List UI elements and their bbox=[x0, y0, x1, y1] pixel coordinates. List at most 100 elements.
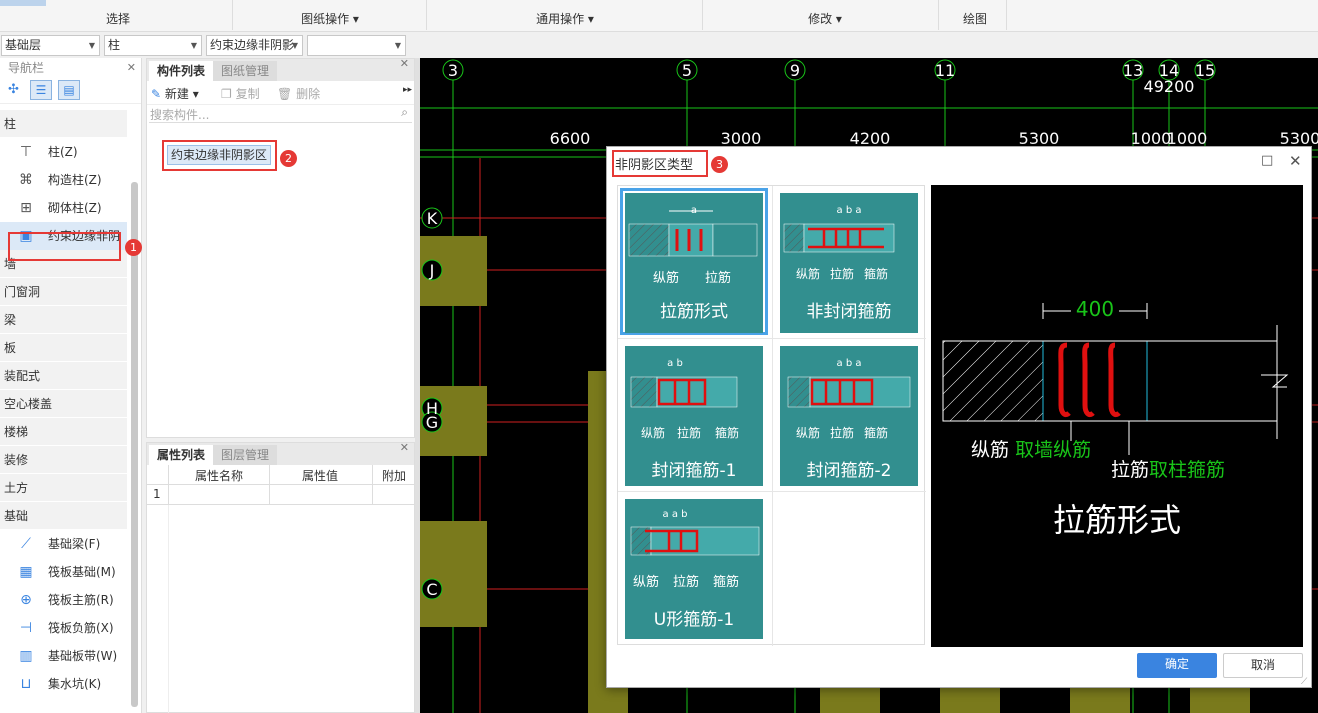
panel-splitter[interactable] bbox=[415, 58, 420, 713]
card-dim: a b a bbox=[836, 205, 862, 216]
new-button[interactable]: ✎ 新建 ▾ bbox=[151, 87, 199, 101]
tab-component-list[interactable]: 构件列表 bbox=[149, 61, 214, 81]
property-table-header: 属性名称 属性值 附加 bbox=[147, 465, 414, 485]
expand-icon[interactable]: ✣ bbox=[8, 82, 19, 97]
nav-category-beam[interactable]: 梁 bbox=[0, 306, 127, 334]
filter-bar: 基础层▼ 柱▼ 约束边缘非阴影▼ ▼ bbox=[0, 32, 1318, 58]
copy-button[interactable]: ❐ 复制 bbox=[221, 87, 260, 101]
close-icon[interactable]: ✕ bbox=[399, 57, 409, 70]
floor-select[interactable]: 基础层▼ bbox=[1, 35, 100, 56]
confirm-button[interactable]: 确定 bbox=[1137, 653, 1217, 678]
step-badge-2: 2 bbox=[280, 150, 297, 167]
nav-item-foundation-strip[interactable]: ▥基础板带(W) bbox=[0, 642, 127, 670]
component-tabs: 构件列表 图纸管理 ✕ bbox=[147, 57, 414, 81]
col-property-name: 属性名称 bbox=[194, 469, 243, 483]
tab-property-list[interactable]: 属性列表 bbox=[149, 445, 214, 465]
detail-view-icon[interactable]: ▤ bbox=[58, 80, 80, 100]
preview-title: 拉筋形式 bbox=[1052, 501, 1181, 539]
column-icon: ⊤ bbox=[19, 144, 33, 160]
type-card-closed-stirrup-2[interactable]: a b a 纵筋 拉筋 箍筋 封闭箍筋-2 bbox=[780, 346, 918, 486]
axis-label-top: 15 bbox=[1195, 61, 1215, 80]
ribbon-group-drawing-ops[interactable]: 图纸操作 ▾ bbox=[301, 12, 359, 26]
card-selection-border bbox=[620, 188, 768, 335]
card-caption: 封闭箍筋-2 bbox=[806, 461, 892, 481]
nav-item-raft-main-rebar[interactable]: ⊕筏板主筋(R) bbox=[0, 586, 127, 614]
axis-label-top: 13 bbox=[1123, 61, 1143, 80]
type-card-u-stirrup-1[interactable]: a a b 纵筋 拉筋 箍筋 U形箍筋-1 bbox=[625, 499, 763, 639]
nav-item-sump-pit[interactable]: ⊔集水坑(K) bbox=[0, 670, 127, 698]
property-row[interactable]: 1 bbox=[147, 485, 414, 505]
axis-label-top: 9 bbox=[790, 61, 800, 80]
sump-pit-icon: ⊔ bbox=[20, 676, 32, 692]
ribbon-group-select[interactable]: 选择 bbox=[105, 12, 130, 26]
list-view-icon[interactable]: ☰ bbox=[30, 80, 52, 100]
ribbon-group-general-ops[interactable]: 通用操作 ▾ bbox=[536, 12, 594, 26]
preview-diagram bbox=[942, 303, 1289, 455]
structural-column-icon: ⌘ bbox=[19, 172, 33, 188]
nav-item-raft-neg-rebar[interactable]: ⊣筏板负筋(X) bbox=[0, 614, 127, 642]
nav-item-masonry-column[interactable]: ⊞砌体柱(Z) bbox=[0, 194, 127, 222]
cancel-button[interactable]: 取消 bbox=[1223, 653, 1303, 678]
tab-drawing-management[interactable]: 图纸管理 bbox=[213, 61, 278, 81]
resize-grip-icon[interactable]: ⟋ bbox=[1301, 677, 1308, 687]
type-card-tie-bar[interactable]: a 纵筋 拉筋 拉筋形式 bbox=[625, 193, 763, 333]
axis-label-top: 3 bbox=[448, 61, 458, 80]
foundation-strip-icon: ▥ bbox=[19, 648, 33, 664]
ribbon-group-draw[interactable]: 绘图 bbox=[962, 12, 987, 26]
tab-layer-management[interactable]: 图层管理 bbox=[213, 445, 278, 465]
preview-dimension: 400 bbox=[1071, 297, 1119, 321]
dimension-label: 5300 bbox=[1019, 129, 1060, 148]
search-icon[interactable]: ⌕ bbox=[401, 105, 408, 119]
card-caption: 非封闭箍筋 bbox=[806, 302, 892, 322]
axis-label-top: 5 bbox=[682, 61, 692, 80]
nav-item-structural-column[interactable]: ⌘构造柱(Z) bbox=[19, 172, 102, 188]
close-icon[interactable]: ✕ bbox=[1289, 152, 1302, 170]
masonry-column-icon: ⊞ bbox=[20, 200, 32, 216]
type-select[interactable]: 柱▼ bbox=[104, 35, 202, 56]
more-icon[interactable]: ▸▸ bbox=[403, 85, 413, 95]
component-toolbar: ✎ 新建 ▾ ❐ 复制 🗑 删除 ▸▸ bbox=[147, 81, 414, 105]
tie-bar-diagram bbox=[628, 210, 758, 257]
nav-scrollbar[interactable] bbox=[131, 182, 138, 707]
highlight-box-3 bbox=[612, 150, 708, 177]
nav-item-foundation-beam[interactable]: ⟋基础梁(F) bbox=[0, 530, 127, 558]
nav-category-slab[interactable]: 板 bbox=[0, 334, 127, 362]
nav-category-earthwork[interactable]: 土方 bbox=[0, 474, 127, 502]
component-item[interactable]: 约束边缘非阴影区 bbox=[167, 145, 271, 165]
nav-item-column[interactable]: ⊤柱(Z) bbox=[0, 138, 127, 166]
highlight-box-1 bbox=[8, 232, 121, 261]
nav-category-prefab[interactable]: 装配式 bbox=[0, 362, 127, 390]
component-select[interactable]: 约束边缘非阴影▼ bbox=[206, 35, 303, 56]
nav-category-stairs[interactable]: 楼梯 bbox=[0, 418, 127, 446]
axis-label-left: J bbox=[429, 261, 435, 280]
row-number: 1 bbox=[153, 487, 161, 501]
preview-tie-label: 拉筋取柱箍筋 bbox=[1111, 459, 1226, 481]
raft-main-rebar-icon: ⊕ bbox=[20, 592, 32, 608]
nav-category-column[interactable]: 柱 bbox=[0, 110, 127, 138]
close-icon[interactable]: ✕ bbox=[126, 61, 136, 74]
ribbon-group-modify[interactable]: 修改 ▾ bbox=[808, 12, 842, 26]
maximize-icon[interactable]: □ bbox=[1261, 153, 1274, 168]
raft-foundation-icon: ▦ bbox=[19, 564, 33, 580]
nav-category-wall[interactable]: 墙 bbox=[0, 250, 127, 278]
nav-item-raft-foundation[interactable]: ▦筏板基础(M) bbox=[0, 558, 127, 586]
nav-category-decoration[interactable]: 装修 bbox=[0, 446, 127, 474]
card-label: 箍筋 bbox=[864, 426, 889, 440]
copy-icon: ❐ bbox=[221, 87, 232, 101]
nav-category-door-window[interactable]: 门窗洞 bbox=[0, 278, 127, 306]
type-card-open-stirrup[interactable]: a b a 纵筋 拉筋 箍筋 非封闭箍筋 bbox=[780, 193, 918, 333]
type-card-closed-stirrup-1[interactable]: a b 纵筋 拉筋 箍筋 封闭箍筋-1 bbox=[625, 346, 763, 486]
component-search[interactable]: 搜索构件... ⌕ bbox=[149, 105, 412, 123]
extra-select[interactable]: ▼ bbox=[307, 35, 406, 56]
trash-icon: 🗑 bbox=[277, 87, 293, 101]
open-stirrup-diagram bbox=[783, 223, 895, 253]
delete-button[interactable]: 🗑 删除 bbox=[277, 87, 321, 101]
search-input[interactable]: 搜索构件... bbox=[150, 108, 210, 122]
dimension-label: 4200 bbox=[850, 129, 891, 148]
preview-panel: 400 纵筋 取墙纵筋 拉筋取柱箍筋 拉筋形式 bbox=[931, 185, 1303, 647]
nav-category-foundation[interactable]: 基础 bbox=[0, 502, 127, 530]
card-label: 拉筋 bbox=[677, 426, 702, 440]
close-icon[interactable]: ✕ bbox=[399, 441, 409, 454]
nav-category-hollow-floor[interactable]: 空心楼盖 bbox=[0, 390, 127, 418]
component-list-panel: 构件列表 图纸管理 ✕ ✎ 新建 ▾ ❐ 复制 🗑 删除 ▸▸ 搜索构件... … bbox=[146, 57, 415, 438]
